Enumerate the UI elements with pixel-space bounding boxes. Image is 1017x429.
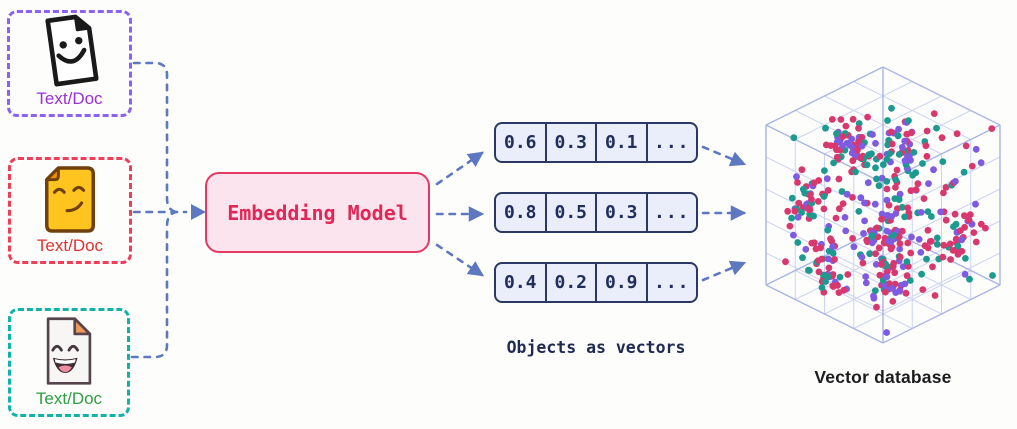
vector-cell: 0.4 bbox=[496, 264, 547, 301]
vector-row-2: 0.8 0.5 0.3 ... bbox=[494, 192, 698, 233]
objects-as-vectors-caption: Objects as vectors bbox=[506, 338, 686, 357]
vector-cell-ellipsis: ... bbox=[653, 132, 690, 153]
arrowhead-into-embedding bbox=[191, 204, 206, 220]
vector-row-1: 0.6 0.3 0.1 ... bbox=[494, 122, 698, 163]
vector-database-points bbox=[782, 104, 996, 336]
vector-cell: 0.3 bbox=[597, 194, 648, 231]
source-box-text-doc-1: Text/Doc bbox=[7, 10, 132, 117]
vector-cell: 0.1 bbox=[597, 124, 648, 161]
arrow-embedding-to-vector3 bbox=[435, 243, 484, 277]
source-label: Text/Doc bbox=[35, 389, 103, 408]
vector-cell-ellipsis: ... bbox=[653, 202, 690, 223]
embedding-model-label: Embedding Model bbox=[227, 200, 408, 225]
vector-database-cube bbox=[765, 66, 1001, 344]
vector-cell: 0.9 bbox=[597, 264, 648, 301]
embedding-model-box: Embedding Model bbox=[205, 172, 430, 253]
laughing-doc-icon bbox=[40, 310, 98, 390]
source-label: Text/Doc bbox=[36, 89, 103, 108]
arrow-embedding-to-vector1 bbox=[435, 151, 484, 186]
source-label: Text/Doc bbox=[36, 236, 104, 255]
vector-database-caption: Vector database bbox=[814, 367, 952, 387]
smirk-doc-icon bbox=[39, 159, 101, 237]
vector-cell: 0.5 bbox=[547, 194, 597, 231]
vector-cell: 0.8 bbox=[496, 194, 547, 231]
vector-cell: 0.2 bbox=[547, 264, 597, 301]
arrow-vector3-to-db bbox=[701, 260, 747, 282]
arrow-vector1-to-db bbox=[701, 145, 747, 167]
source-box-text-doc-3: Text/Doc bbox=[8, 308, 130, 417]
vector-row-3: 0.4 0.2 0.9 ... bbox=[494, 262, 698, 303]
arrow-doc1-to-merge bbox=[132, 61, 178, 214]
vector-cell: 0.6 bbox=[496, 124, 547, 161]
vector-cell: 0.3 bbox=[547, 124, 597, 161]
smiley-doc-icon bbox=[37, 6, 103, 90]
vector-cell-ellipsis: ... bbox=[653, 272, 690, 293]
arrow-doc3-to-merge bbox=[130, 210, 178, 359]
source-box-text-doc-2: Text/Doc bbox=[8, 157, 132, 264]
